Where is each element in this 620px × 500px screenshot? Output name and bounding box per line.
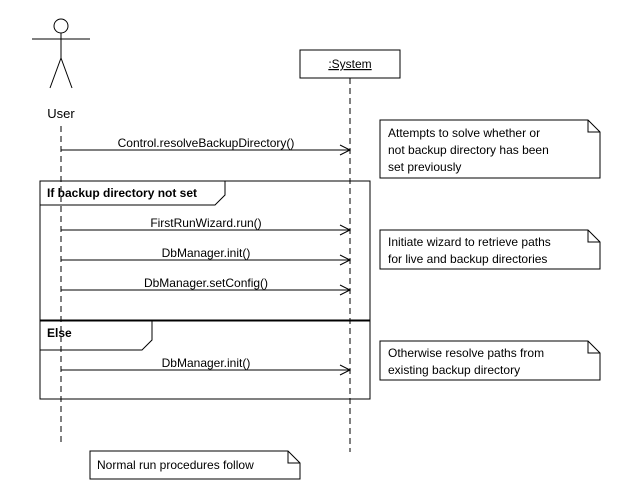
note-line: set previously [388, 160, 461, 174]
message-label: DbManager.setConfig() [144, 276, 268, 290]
alt-fragment: If backup directory not set Else [39, 180, 371, 400]
user-actor: User [32, 18, 90, 121]
note-line: for live and backup directories [388, 252, 547, 266]
system-lifeline-head: :System [299, 49, 401, 79]
message-label: DbManager.init() [162, 246, 251, 260]
note-shape [379, 119, 601, 179]
message-label: FirstRunWizard.run() [150, 216, 261, 230]
if-guard-label: If backup directory not set [47, 186, 197, 200]
arrowhead-icon [339, 254, 352, 266]
message-5: DbManager.init() [61, 356, 352, 376]
note-fold [587, 341, 600, 354]
actor-label: User [47, 106, 75, 121]
message-4: DbManager.setConfig() [61, 276, 352, 296]
arrowhead-icon [339, 224, 352, 236]
message-2: FirstRunWizard.run() [61, 216, 352, 236]
note-2: Initiate wizard to retrieve paths for li… [379, 229, 601, 270]
note-shape [379, 340, 601, 381]
message-1: Control.resolveBackupDirectory() [61, 136, 352, 156]
note-4: Normal run procedures follow [89, 450, 301, 480]
system-object-box [299, 49, 401, 79]
note-3: Otherwise resolve paths from existing ba… [379, 340, 601, 381]
actor-right-leg [60, 57, 73, 89]
arrowhead-icon [339, 144, 352, 156]
arrowhead-icon [339, 284, 352, 296]
note-shape [379, 229, 601, 270]
note-shape [89, 450, 301, 480]
note-line: existing backup directory [388, 363, 520, 377]
note-fold [587, 230, 600, 243]
note-line: Attempts to solve whether or [388, 126, 540, 140]
message-label: DbManager.init() [162, 356, 251, 370]
system-label: :System [328, 57, 371, 71]
actor-head [53, 18, 69, 34]
note-fold [287, 451, 300, 464]
message-3: DbManager.init() [61, 246, 352, 266]
else-guard-tab [40, 321, 153, 351]
message-label: Control.resolveBackupDirectory() [118, 136, 295, 150]
if-guard-tab [40, 181, 226, 206]
actor-left-leg [49, 57, 62, 89]
arrowhead-icon [339, 364, 352, 376]
note-line: not backup directory has been [388, 143, 549, 157]
note-fold [587, 120, 600, 133]
note-line: Initiate wizard to retrieve paths [388, 235, 551, 249]
else-guard-label: Else [47, 326, 72, 340]
note-line: Normal run procedures follow [97, 458, 254, 472]
note-line: Otherwise resolve paths from [388, 346, 544, 360]
alt-fragment-frame [39, 180, 371, 400]
note-1: Attempts to solve whether or not backup … [379, 119, 601, 179]
